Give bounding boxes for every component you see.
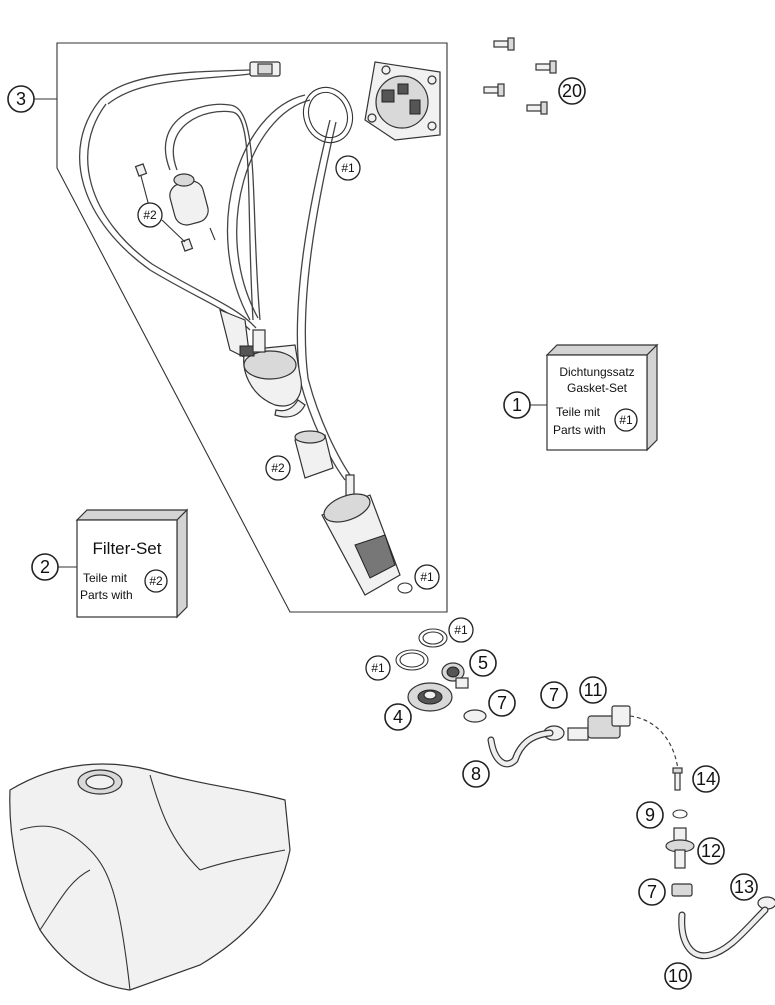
flange-seal-ring (302, 86, 354, 144)
svg-text:#2: #2 (143, 208, 157, 222)
callout-11: 11 (579, 676, 607, 704)
ref-marker-1-seal-b: #1 (365, 655, 391, 681)
callout-8: 8 (462, 760, 490, 788)
part-12-nipple (665, 827, 695, 869)
svg-text:8: 8 (471, 764, 481, 784)
svg-text:9: 9 (645, 805, 655, 825)
svg-text:7: 7 (647, 882, 657, 902)
svg-text:20: 20 (562, 81, 582, 101)
screws-20 (483, 37, 557, 115)
callout-4: 4 (384, 703, 412, 731)
ref-marker-1-top: #1 (335, 155, 361, 181)
gasket-box-parts-en: Parts with (553, 423, 606, 437)
callout-12: 12 (697, 837, 725, 865)
filter-clips (134, 163, 194, 252)
part-9-oring (672, 809, 688, 819)
wiring-connector (99, 61, 281, 105)
svg-text:1: 1 (512, 395, 522, 415)
outlet-seals (395, 628, 448, 671)
svg-text:5: 5 (478, 653, 488, 673)
ref-marker-2-mid: #2 (265, 455, 291, 481)
filter-set-box: Filter-Set Teile mit Parts with (75, 508, 189, 619)
svg-text:3: 3 (16, 89, 26, 109)
part-11-quick-connector (567, 705, 679, 771)
callout-7c: 7 (638, 878, 666, 906)
part-10-hose (678, 906, 769, 960)
ref-marker-2-top: #2 (137, 202, 163, 228)
svg-text:#1: #1 (371, 661, 385, 675)
svg-text:2: 2 (40, 557, 50, 577)
gasket-box-title: Dichtungssatz (559, 365, 634, 379)
gasket-set-box: Dichtungssatz Gasket-Set Teile mit Parts… (545, 343, 659, 452)
part-14-pin (672, 767, 683, 791)
svg-text:11: 11 (584, 680, 603, 700)
svg-text:10: 10 (668, 966, 688, 986)
pump-bracket (219, 309, 306, 418)
svg-text:14: 14 (696, 769, 716, 789)
filter-box-title: Filter-Set (93, 539, 162, 558)
callout-14: 14 (692, 765, 720, 793)
svg-text:12: 12 (701, 841, 721, 861)
callout-20: 20 (558, 77, 586, 105)
gasket-box-subtitle: Gasket-Set (567, 381, 628, 395)
callout-2: 2 (31, 553, 59, 581)
pump-flange (364, 61, 441, 141)
pump-hoses (78, 94, 353, 481)
hose-clamps (463, 709, 775, 910)
ref-marker-2-box: #2 (144, 569, 168, 593)
callout-5: 5 (469, 649, 497, 677)
svg-text:#1: #1 (619, 413, 633, 427)
fuel-pump (321, 474, 413, 596)
filter-box-parts-de: Teile mit (83, 571, 128, 585)
part-5-fitting (441, 662, 469, 689)
filter-sleeve (294, 430, 334, 479)
svg-text:7: 7 (549, 685, 559, 705)
svg-text:7: 7 (497, 693, 507, 713)
callout-10: 10 (664, 962, 692, 990)
svg-text:13: 13 (734, 877, 754, 897)
callout-13: 13 (730, 873, 758, 901)
callout-7a: 7 (488, 689, 516, 717)
svg-text:#2: #2 (271, 461, 285, 475)
callout-7b: 7 (540, 681, 568, 709)
callout-1: 1 (503, 391, 531, 419)
ref-marker-1-seal-a: #1 (448, 617, 474, 643)
part-8-elbow-hose (487, 729, 554, 768)
part-4-grommet (407, 682, 453, 712)
callout-3: 3 (7, 85, 35, 113)
svg-text:#1: #1 (341, 161, 355, 175)
inline-fuel-filter (169, 173, 216, 241)
svg-text:4: 4 (393, 707, 403, 727)
ref-marker-1-box: #1 (614, 408, 638, 432)
assembly-outline (56, 42, 448, 613)
filter-box-parts-en: Parts with (80, 588, 133, 602)
ref-marker-1-bottom: #1 (414, 564, 440, 590)
gasket-box-parts-de: Teile mit (556, 405, 601, 419)
svg-text:#2: #2 (149, 574, 163, 588)
svg-text:#1: #1 (420, 570, 434, 584)
callout-9: 9 (636, 801, 664, 829)
svg-text:#1: #1 (454, 623, 468, 637)
fuel-tank (9, 763, 291, 991)
